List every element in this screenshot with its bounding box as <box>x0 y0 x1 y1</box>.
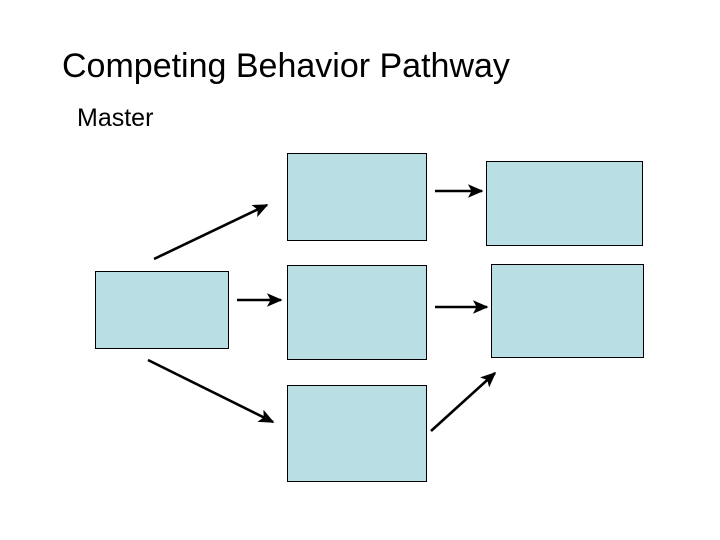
page-title: Competing Behavior Pathway <box>62 47 510 85</box>
diagram-box-bottom-middle[interactable] <box>287 385 427 482</box>
arrow-left-to-top-middle <box>153 203 269 261</box>
diagram-box-center-middle[interactable] <box>287 265 427 360</box>
diagram-box-top-right[interactable] <box>486 161 643 246</box>
arrow-bottom-middle-to-center-right <box>430 371 497 432</box>
slide-subtitle: Master <box>77 104 154 132</box>
diagram-box-top-middle[interactable] <box>287 153 427 241</box>
diagram-box-center-right[interactable] <box>491 264 644 358</box>
arrow-left-to-bottom-middle <box>147 358 275 424</box>
diagram-box-left[interactable] <box>95 271 229 349</box>
